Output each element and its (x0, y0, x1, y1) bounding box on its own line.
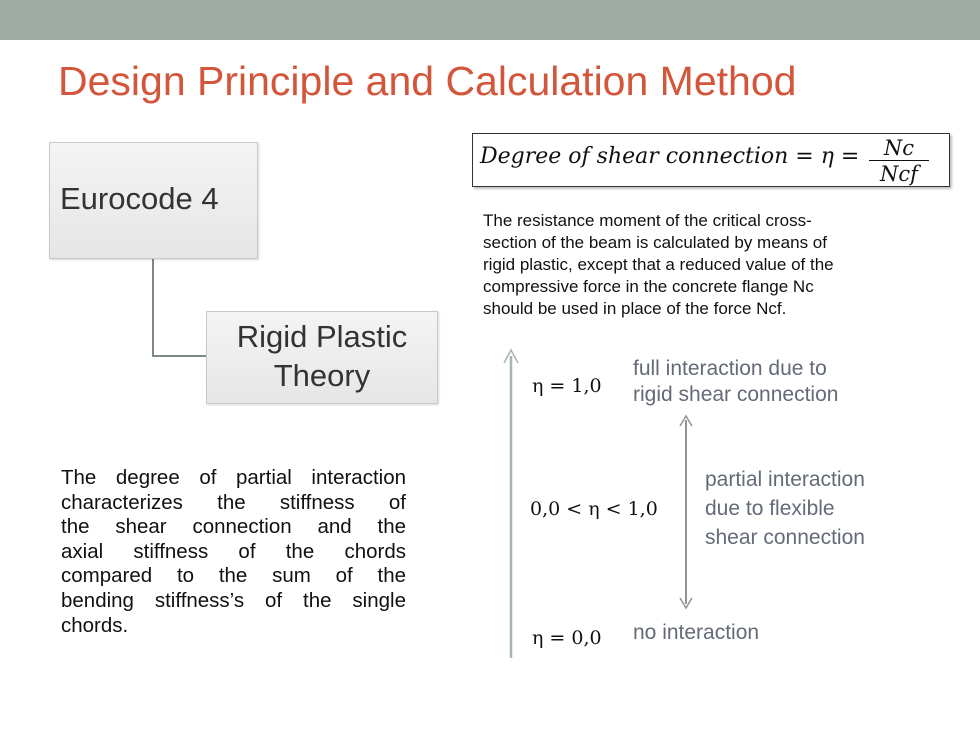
rigid-plastic-box: Rigid Plastic Theory (206, 311, 438, 404)
middle-label-line2: due to flexible (705, 497, 835, 520)
fraction-bar (869, 160, 929, 161)
main-arrow-head (503, 348, 519, 364)
top-label-line2: rigid shear connection (633, 383, 839, 406)
paragraph-line: characterizes the stiffness of (61, 490, 406, 514)
formula-fraction: Nc Ncf (865, 136, 933, 186)
top-bar (0, 0, 980, 40)
top-label-line1: full interaction due to (633, 357, 827, 380)
formula-denominator: Ncf (880, 162, 918, 186)
hierarchy-connector (152, 257, 206, 357)
bottom-label-line1: no interaction (633, 621, 760, 644)
rigid-plastic-label-line2: Theory (273, 358, 371, 393)
description-line: rigid plastic, except that a reduced val… (483, 255, 834, 274)
eta-bottom: η = 0,0 (532, 627, 602, 649)
eurocode-label: Eurocode 4 (60, 181, 219, 216)
paragraph-line: compared to the sum of the (61, 564, 406, 588)
double-arrow-head-bottom (679, 597, 693, 610)
eurocode-box: Eurocode 4 (49, 142, 258, 259)
left-paragraph: The degree of partial interaction charac… (61, 466, 406, 638)
description-line: section of the beam is calculated by mea… (483, 233, 827, 252)
slide-title: Design Principle and Calculation Method (58, 58, 797, 104)
middle-label-line1: partial interaction (705, 468, 865, 491)
formula-box: Degree of shear connection = η = Nc Ncf (472, 133, 950, 187)
double-arrow-head-top (679, 414, 693, 427)
description-line: compressive force in the concrete flange… (483, 277, 814, 296)
paragraph-line: axial stiffness of the chords (61, 539, 406, 563)
description-line: The resistance moment of the critical cr… (483, 211, 812, 230)
paragraph-line: The degree of partial interaction (61, 466, 406, 489)
eta-top: η = 1,0 (532, 375, 602, 397)
paragraph-line: chords. (61, 613, 129, 637)
paragraph-line: the shear connection and the (61, 515, 406, 539)
formula-left: Degree of shear connection = η = (480, 144, 860, 169)
paragraph-line: bending stiffness’s of the single (61, 588, 406, 612)
eta-middle: 0,0 < η < 1,0 (530, 498, 658, 520)
rigid-plastic-label-line1: Rigid Plastic (236, 319, 408, 354)
formula-numerator: Nc (883, 136, 915, 160)
middle-label-line3: shear connection (705, 526, 865, 549)
description-text: The resistance moment of the critical cr… (483, 210, 953, 320)
description-line: should be used in place of the force Ncf… (483, 299, 787, 318)
